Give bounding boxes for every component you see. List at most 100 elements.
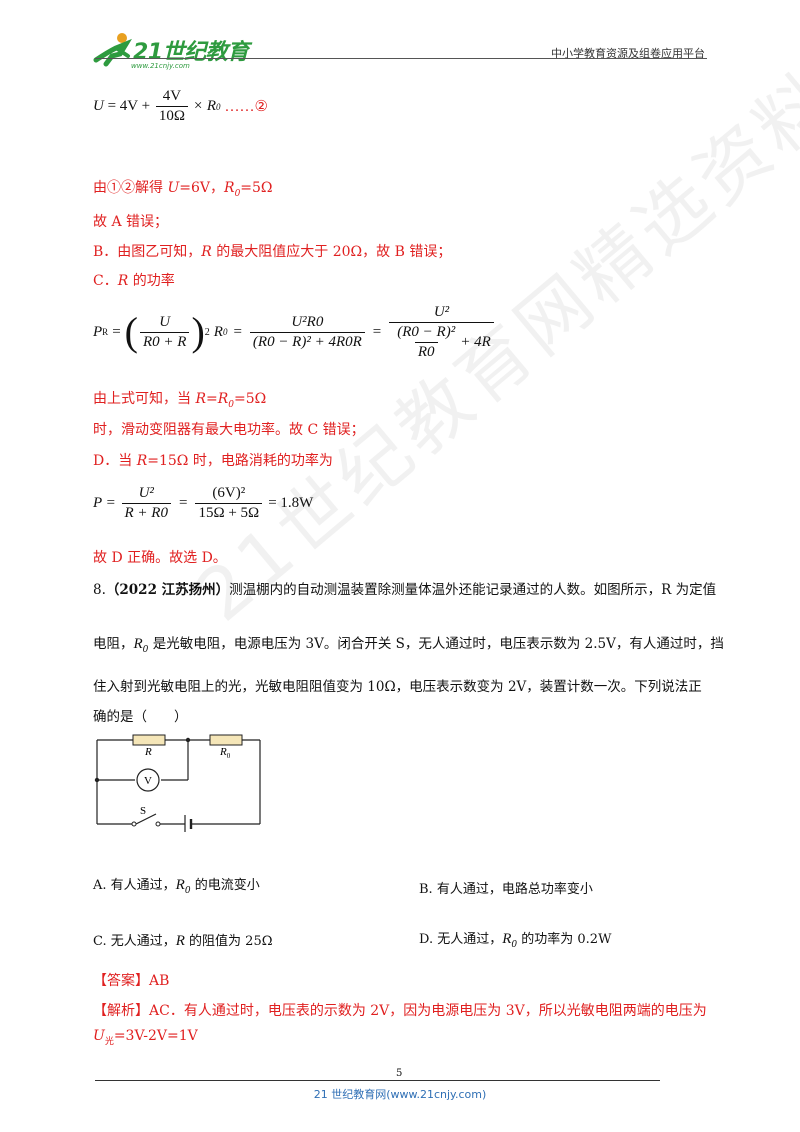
pe-eq1: = (112, 323, 121, 340)
pe-f3-num: U² (433, 303, 450, 320)
label-r: R (144, 746, 152, 758)
logo-url: www.21cnjy.com (131, 62, 190, 70)
pe-r0-sub: 0 (222, 327, 228, 337)
l4-b: 的功率 (128, 273, 175, 289)
l5-eq: = (206, 391, 218, 407)
pe-f3-den: (R0 − R)² R0 + 4R (389, 321, 494, 361)
question-number: 8. (93, 582, 106, 598)
header-platform-text: 中小学教育资源及组卷应用平台 (551, 47, 705, 60)
analysis-label: 【解析】 (93, 1003, 149, 1019)
l5-b: =5Ω (234, 391, 267, 407)
pe-f1-num: U (159, 313, 171, 330)
eq2-num: 4V (162, 88, 182, 104)
opt-a-pre: A. 有人通过， (93, 878, 176, 893)
l5-r0: R (217, 391, 229, 407)
logo (92, 30, 136, 70)
pq-frac1: U² R + R0 (121, 484, 171, 522)
question-text-1: 测温棚内的自动测温装置除测量体温外还能记录通过的人数。如图所示，R 为定值 (229, 582, 717, 598)
pe-f3-tail: + 4R (460, 333, 491, 350)
l5-a: 由上式可知，当 (93, 391, 196, 407)
pe-paren-open: ( (124, 309, 138, 354)
pe-exp: 2 (204, 326, 210, 338)
text-line-solve: 由①②解得 U=6V，R0=5Ω (93, 177, 273, 199)
pe-frac1: U R0 + R (139, 313, 190, 351)
opt-d-post: 的功率为 0.2W (517, 932, 612, 947)
voltmeter-icon (136, 768, 160, 792)
l4-r: R (117, 273, 129, 289)
opt-d-sub: 0 (511, 940, 518, 950)
l7-r: R (136, 453, 148, 469)
analysis-text: AC．有人通过时，电压表的示数为 2V，因为电源电压为 3V，所以光敏电阻两端的… (149, 1003, 707, 1019)
pq-f2-den: 15Ω + 5Ω (195, 502, 263, 522)
pe-f2-num: U²R0 (291, 313, 324, 330)
pe-f3-inner: (R0 − R)² R0 (394, 324, 458, 361)
analysis-rest: =3V-2V=1V (113, 1028, 198, 1044)
opt-d-r: R (502, 931, 512, 947)
answer-label: 【答案】 (93, 973, 149, 989)
eq2-tail: × R (192, 98, 217, 114)
pe-f2-den: (R0 − R)² + 4R0R (249, 331, 365, 351)
question-line-2: 电阻，R0 是光敏电阻，电源电压为 3V。闭合开关 S，无人通过时，电压表示数为… (93, 632, 724, 655)
opt-a-r: R (175, 877, 185, 893)
pq-result: = 1.8W (268, 494, 314, 511)
resistor-r0 (209, 734, 243, 746)
pe-paren-close: ) (191, 309, 205, 354)
text-line-c-wrong: 时，滑动变阻器有最大电功率。故 C 错误； (93, 422, 365, 438)
pq-eq: = (178, 494, 188, 511)
analysis-line: 【解析】AC．有人通过时，电压表的示数为 2V，因为电源电压为 3V，所以光敏电… (93, 1000, 707, 1020)
l7-b: =15Ω 时，电路消耗的功率为 (147, 453, 333, 469)
l1-end: =5Ω (240, 180, 273, 196)
analysis-line-2: U光=3V-2V=1V (93, 1028, 198, 1047)
resistor-r (132, 734, 166, 746)
l5-sub: 0 (228, 400, 235, 410)
l7-a: D．当 (93, 453, 137, 469)
l1-r: R (224, 180, 235, 196)
text-line-max: 由上式可知，当 R=R0=5Ω (93, 388, 266, 410)
question-source: （2022 江苏扬州） (105, 582, 230, 598)
l1-sub: 0 (234, 189, 241, 199)
text-line-c: C．R 的功率 (93, 270, 175, 290)
analysis-u: U (93, 1028, 105, 1044)
pe-r0: R (213, 323, 223, 340)
l1-prefix: 由①②解得 (93, 180, 168, 196)
text-line-d-correct: 故 D 正确。故选 D。 (93, 550, 227, 566)
text-line-b: B．由图乙可知，R 的最大阻值应大于 20Ω，故 B 错误； (93, 241, 451, 261)
answer-value: AB (149, 973, 170, 989)
text-line-d: D．当 R=15Ω 时，电路消耗的功率为 (93, 450, 333, 470)
opt-c-r: R (175, 933, 185, 949)
pe-f1-den: R0 + R (139, 331, 190, 351)
pe-p-sub: R (102, 327, 109, 337)
q2-r: R (133, 636, 143, 652)
eq2-marker: ……② (224, 99, 268, 115)
eq2-lhs: U (93, 98, 104, 114)
opt-a-post: 的电流变小 (190, 878, 260, 893)
pq-f1-num: U² (138, 484, 154, 501)
q2-sub: 0 (142, 645, 149, 655)
l1-u: U (167, 180, 180, 196)
header-divider (95, 58, 707, 59)
pe-frac3: U² (R0 − R)² R0 + 4R (389, 303, 494, 361)
option-d: D. 无人通过，R0 的功率为 0.2W (419, 928, 611, 950)
l4-a: C． (93, 273, 118, 289)
opt-c-post: 的阻值为 25Ω (184, 934, 273, 949)
footer-link[interactable]: 21 世纪教育网(www.21cnjy.com) (313, 1088, 487, 1101)
pe-f3-inner-den: R0 (414, 341, 438, 361)
logo-runner-icon (93, 33, 132, 67)
l3-r: R (201, 244, 212, 260)
pq-f2-num: (6V)² (212, 484, 246, 501)
label-r0: R0 (219, 746, 231, 760)
opt-d-pre: D. 无人通过， (419, 932, 503, 947)
pq-lhs: P = (93, 494, 120, 511)
page-number: 5 (396, 1068, 403, 1079)
pq-f1-den: R + R0 (121, 502, 171, 522)
eq2-fraction: 4V 10Ω (155, 88, 188, 125)
l3-a: B．由图乙可知， (93, 244, 202, 260)
option-a: A. 有人通过，R0 的电流变小 (93, 874, 260, 896)
pe-eq3: = (372, 323, 382, 340)
l5-r: R (195, 391, 206, 407)
opt-c-pre: C. 无人通过， (93, 934, 176, 949)
pe-p: P (93, 323, 103, 340)
q2-b: 是光敏电阻，电源电压为 3V。闭合开关 S，无人通过时，电压表示数为 2.5V，… (148, 636, 724, 652)
logo-text: 21世纪教育 (133, 40, 249, 65)
